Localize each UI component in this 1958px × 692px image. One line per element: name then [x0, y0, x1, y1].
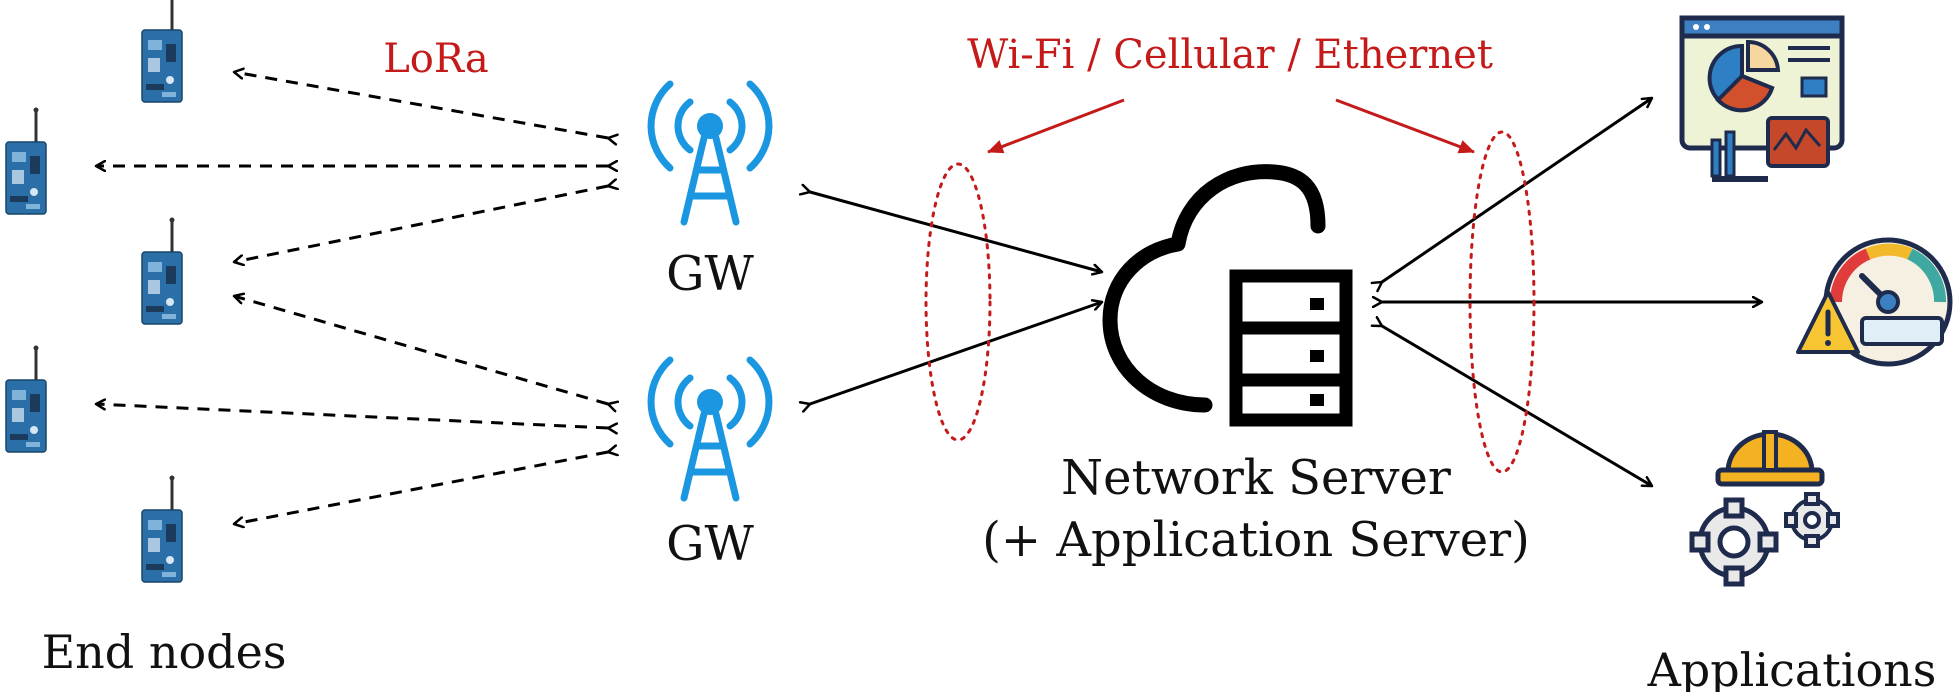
- antenna-tower-icon: [651, 360, 769, 498]
- end-node-3: [140, 216, 184, 326]
- server-label-line1: Network Server: [1061, 450, 1451, 506]
- end-node-4: [4, 344, 48, 454]
- backhaul-annotation-arrows: [987, 98, 1475, 154]
- lora-links: [96, 72, 608, 524]
- server-label-line2: (+ Application Server): [982, 512, 1530, 568]
- backhaul-label: Wi-Fi / Cellular / Ethernet: [967, 32, 1493, 78]
- gateway-bottom: GW: [651, 360, 769, 572]
- gauge-warning-icon: [1796, 237, 1953, 367]
- backhaul-ellipse-left: [924, 162, 992, 442]
- backhaul-ellipse-right: [1468, 130, 1536, 474]
- end-nodes-label: End nodes: [42, 625, 287, 679]
- antenna-tower-icon: [651, 84, 769, 222]
- gateway-top: GW: [651, 84, 769, 302]
- end-node-1: [140, 0, 184, 104]
- end-node-5: [140, 474, 184, 584]
- end-node-2: [4, 106, 48, 216]
- cloud-server-icon: [1102, 164, 1353, 427]
- gateway-bottom-label: GW: [666, 516, 754, 572]
- dashboard-monitor-icon: [1679, 15, 1845, 182]
- gateway-top-label: GW: [666, 246, 754, 302]
- backhaul-links: [810, 192, 1102, 404]
- applications-label: Applications: [1647, 643, 1937, 692]
- application-links: [1382, 98, 1762, 488]
- lora-label: LoRa: [383, 36, 489, 82]
- helmet-gears-icon: [1689, 430, 1840, 587]
